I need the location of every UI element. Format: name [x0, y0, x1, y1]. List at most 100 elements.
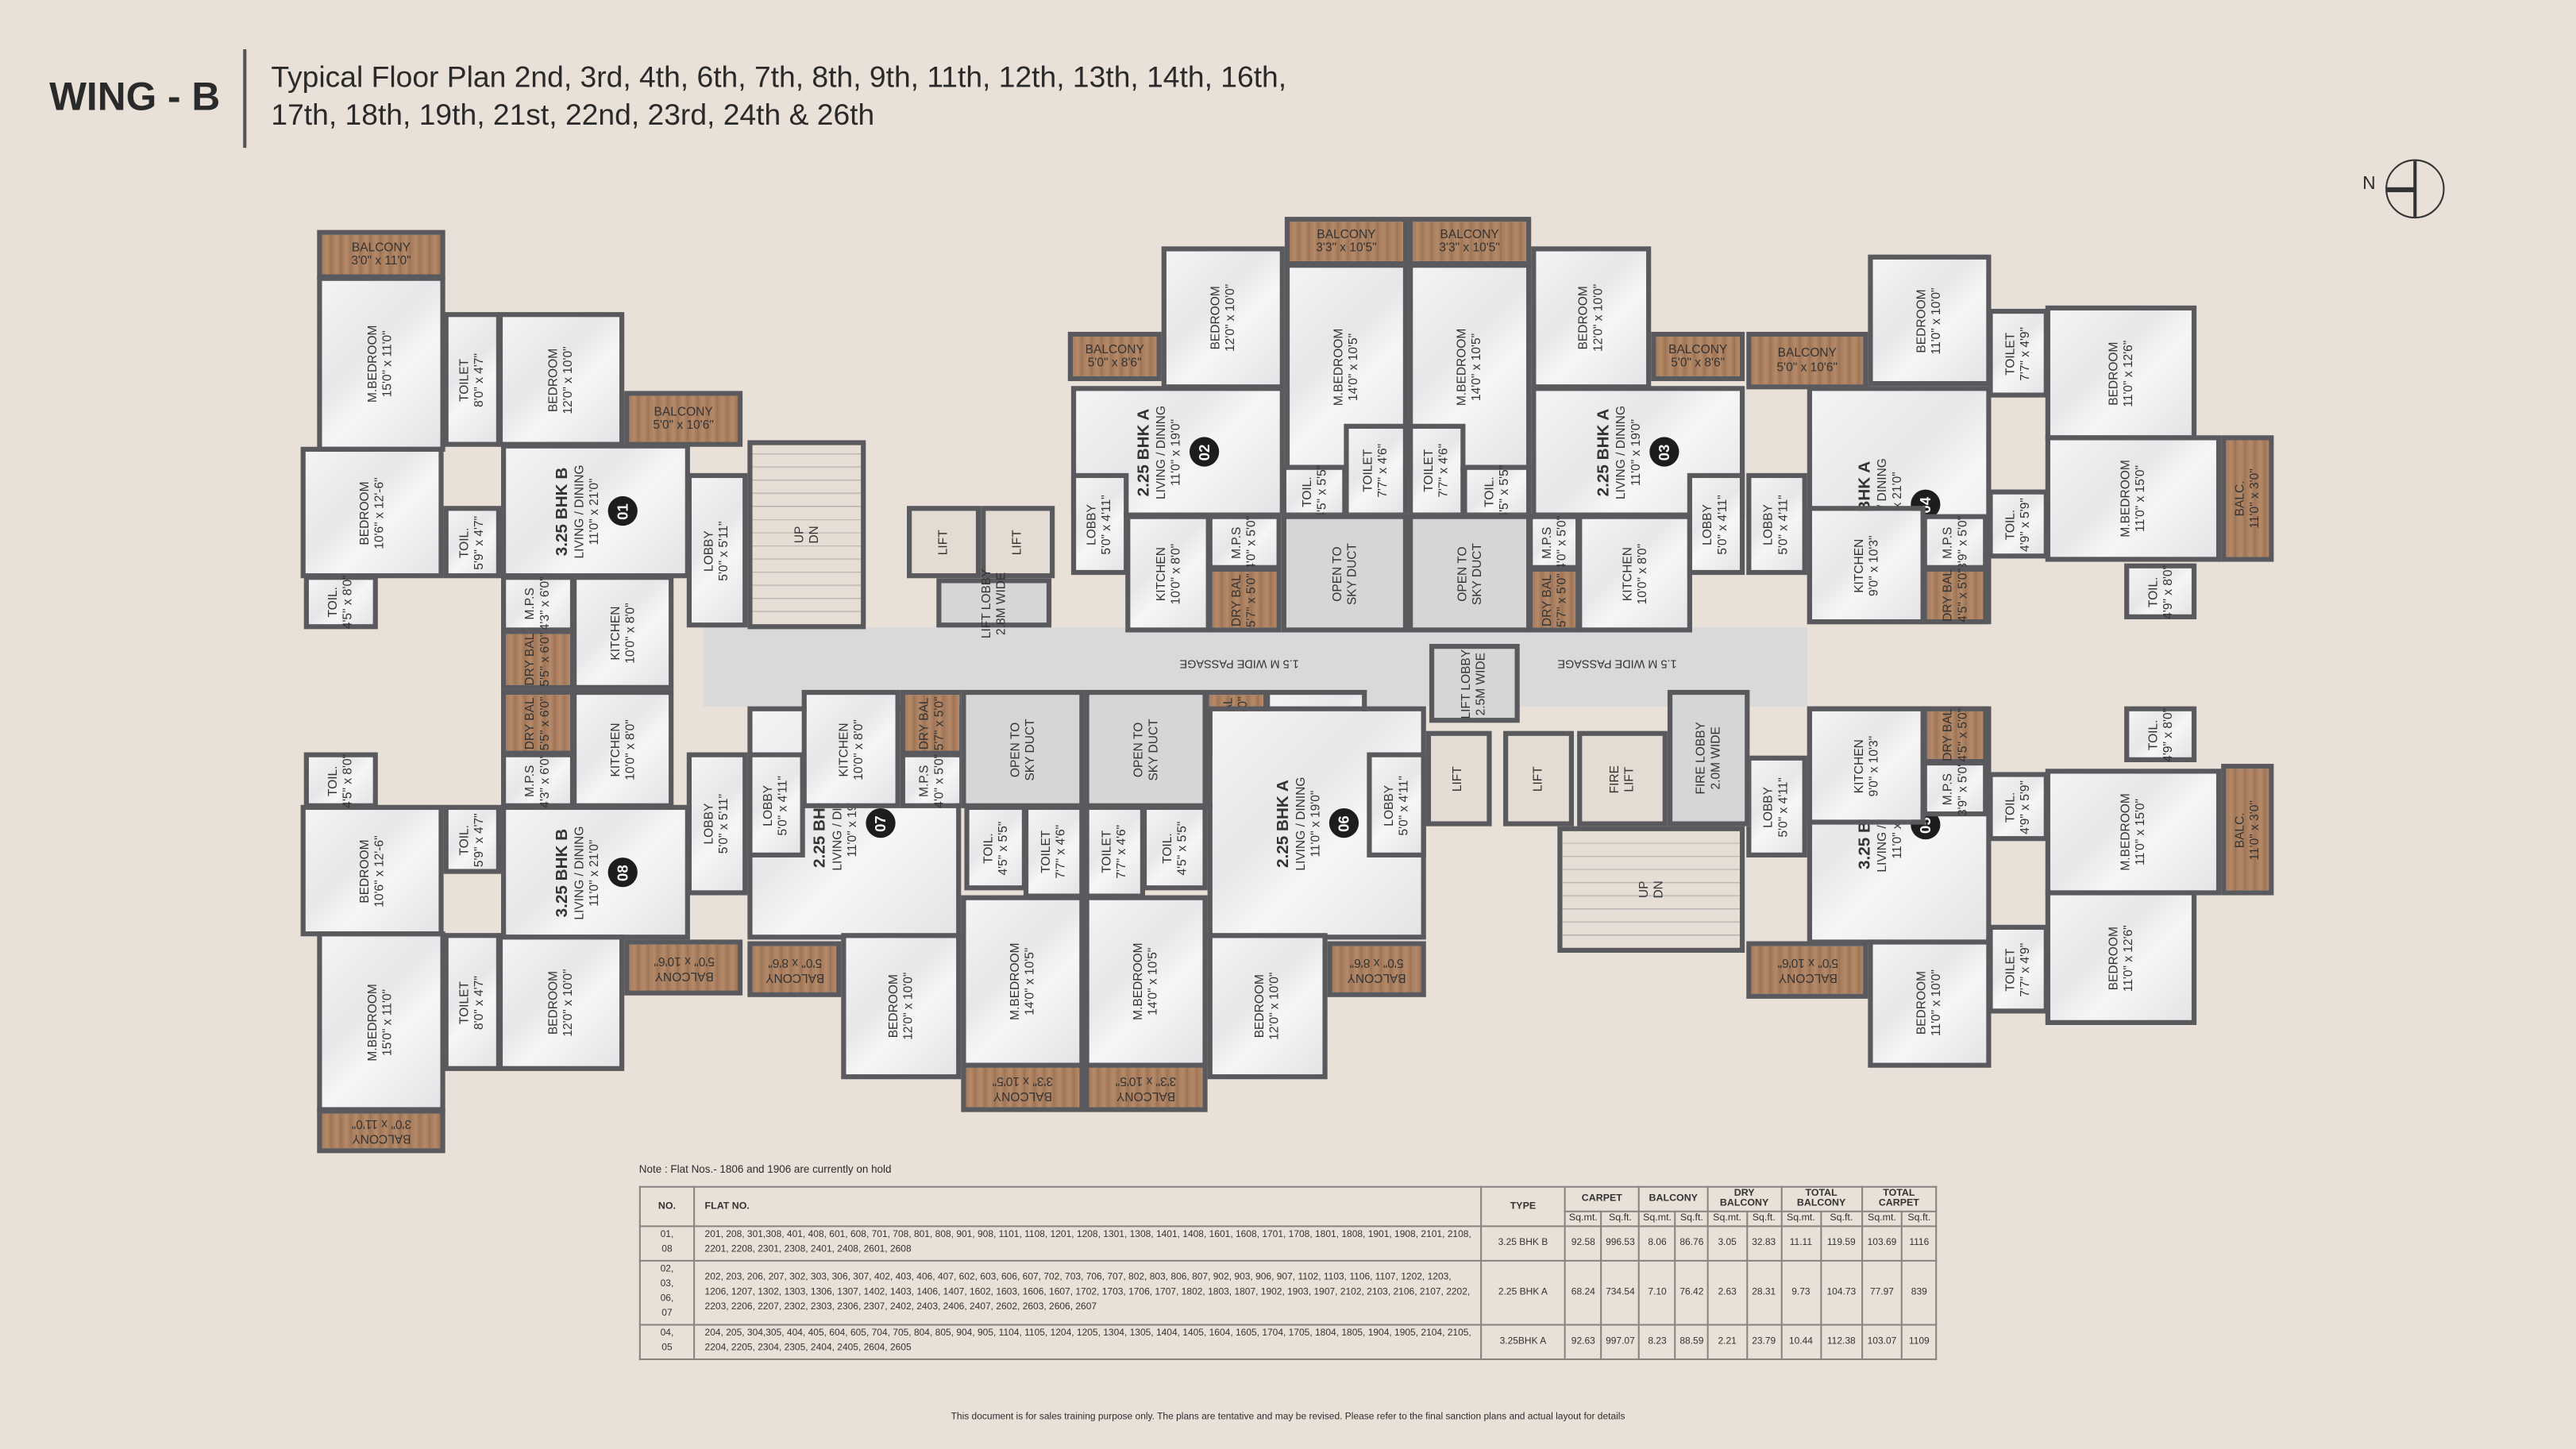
room-dimensions: 12'0" x 10'0" — [1266, 972, 1281, 1040]
room-name: TOIL. — [2003, 508, 2018, 540]
col-balcony: BALCONY — [1637, 1185, 1709, 1212]
room-dimensions: 12'0" x 10'0" — [899, 972, 915, 1040]
area-value: 10.44 — [1780, 1324, 1822, 1361]
room-name: TOILET — [1099, 830, 1114, 873]
area-value: 2.63 — [1706, 1259, 1748, 1326]
room-toil: TOIL.4'5" x 5'5" — [1281, 464, 1348, 518]
unit-header: Sq.mt. — [1564, 1210, 1602, 1227]
room-dimensions: 2.0M WIDE — [1706, 726, 1722, 790]
room-dimensions: 4'5" x 5'5" — [1313, 464, 1328, 518]
area-value: 92.58 — [1564, 1225, 1602, 1262]
room-label: TOIL.4'9" x 8'0" — [2145, 707, 2174, 761]
room-label: TOIL.4'5" x 8'0" — [326, 753, 355, 807]
room-name: BALCONY — [1317, 225, 1376, 241]
room-name: TOIL. — [457, 526, 472, 558]
room-dimensions: 10'0" x 8'0" — [621, 602, 636, 663]
room-dimensions: 11'0" x 3'0" — [2246, 468, 2261, 529]
room-name: TOILET — [1421, 449, 1436, 492]
area-value: 734.54 — [1600, 1259, 1640, 1326]
room-dimensions: 15'0" x 11'0" — [379, 330, 395, 398]
room-name: LIVING / DINING — [571, 464, 587, 558]
room-dimensions: 10'0" x 8'0" — [1166, 542, 1182, 604]
room-dimensions: 11'0" x 12'6" — [2119, 924, 2134, 992]
room-name: TOIL. — [2003, 791, 2018, 823]
room-name: BALC. — [2231, 480, 2247, 517]
room-name: LIFT — [935, 529, 951, 555]
room-dimensions: 4'0" x 5'0" — [1243, 514, 1258, 569]
area-value: 32.83 — [1745, 1225, 1782, 1262]
room-dimensions: 4'5" x 5'5" — [1173, 820, 1188, 875]
room-label: LIFT — [1530, 766, 1546, 792]
room-name: KITCHEN — [1618, 546, 1634, 601]
room-name: M.P.S — [1939, 772, 1954, 805]
room-dimensions: LIFT — [1620, 765, 1636, 792]
room-dimensions: 5'0" x 4'11" — [1394, 775, 1410, 835]
room-dimensions: 5'5" x 6'0" — [536, 696, 552, 750]
unit-header: Sq.ft. — [1600, 1210, 1640, 1227]
room-name: M.BEDROOM — [1130, 942, 1146, 1020]
room-dimensions: 4'0" x 5'0" — [931, 753, 946, 807]
room-toil: TOIL.4'5" x 5'5" — [964, 804, 1028, 891]
room-dimensions: 11'0" x 19'0" — [1306, 789, 1322, 857]
room-dimensions: 5'0" x 8'6" — [1671, 354, 1726, 370]
unit-type: 3.25 BHK B — [553, 827, 572, 917]
room-dimensions: 5'0" x 5'11" — [715, 793, 731, 854]
area-value: 104.73 — [1820, 1259, 1863, 1326]
area-value: 996.53 — [1600, 1225, 1640, 1262]
room-name: BALCONY — [654, 968, 713, 984]
area-value: 92.63 — [1564, 1324, 1602, 1361]
area-value: 77.97 — [1861, 1259, 1903, 1326]
room-dimensions: 14'0" x 10'5" — [1344, 333, 1360, 401]
room-dimensions: 4'5" x 5'0" — [1953, 707, 1969, 762]
room-name: M.P.S — [1538, 526, 1554, 558]
area-value: 112.38 — [1820, 1324, 1863, 1361]
room-name: BALCONY — [765, 969, 824, 985]
room-name: KITCHEN — [835, 722, 850, 777]
room-dimensions: 7'7" x 4'6" — [1052, 824, 1067, 879]
room-name: BEDROOM — [356, 480, 372, 545]
room-name: BALCONY — [1440, 225, 1499, 241]
room-lift: LIFT — [1503, 730, 1575, 827]
room-name: LIFT LOBBY — [978, 568, 993, 638]
room-name: TOIL. — [325, 587, 341, 618]
room-name: KITCHEN — [607, 722, 623, 777]
room-dimensions: 5'0" x 4'11" — [774, 775, 790, 835]
room-name: TOILET — [457, 357, 472, 401]
room-dimensions: 11'0" x 21'0" — [585, 838, 601, 906]
room-name: TOILET — [1038, 830, 1054, 873]
